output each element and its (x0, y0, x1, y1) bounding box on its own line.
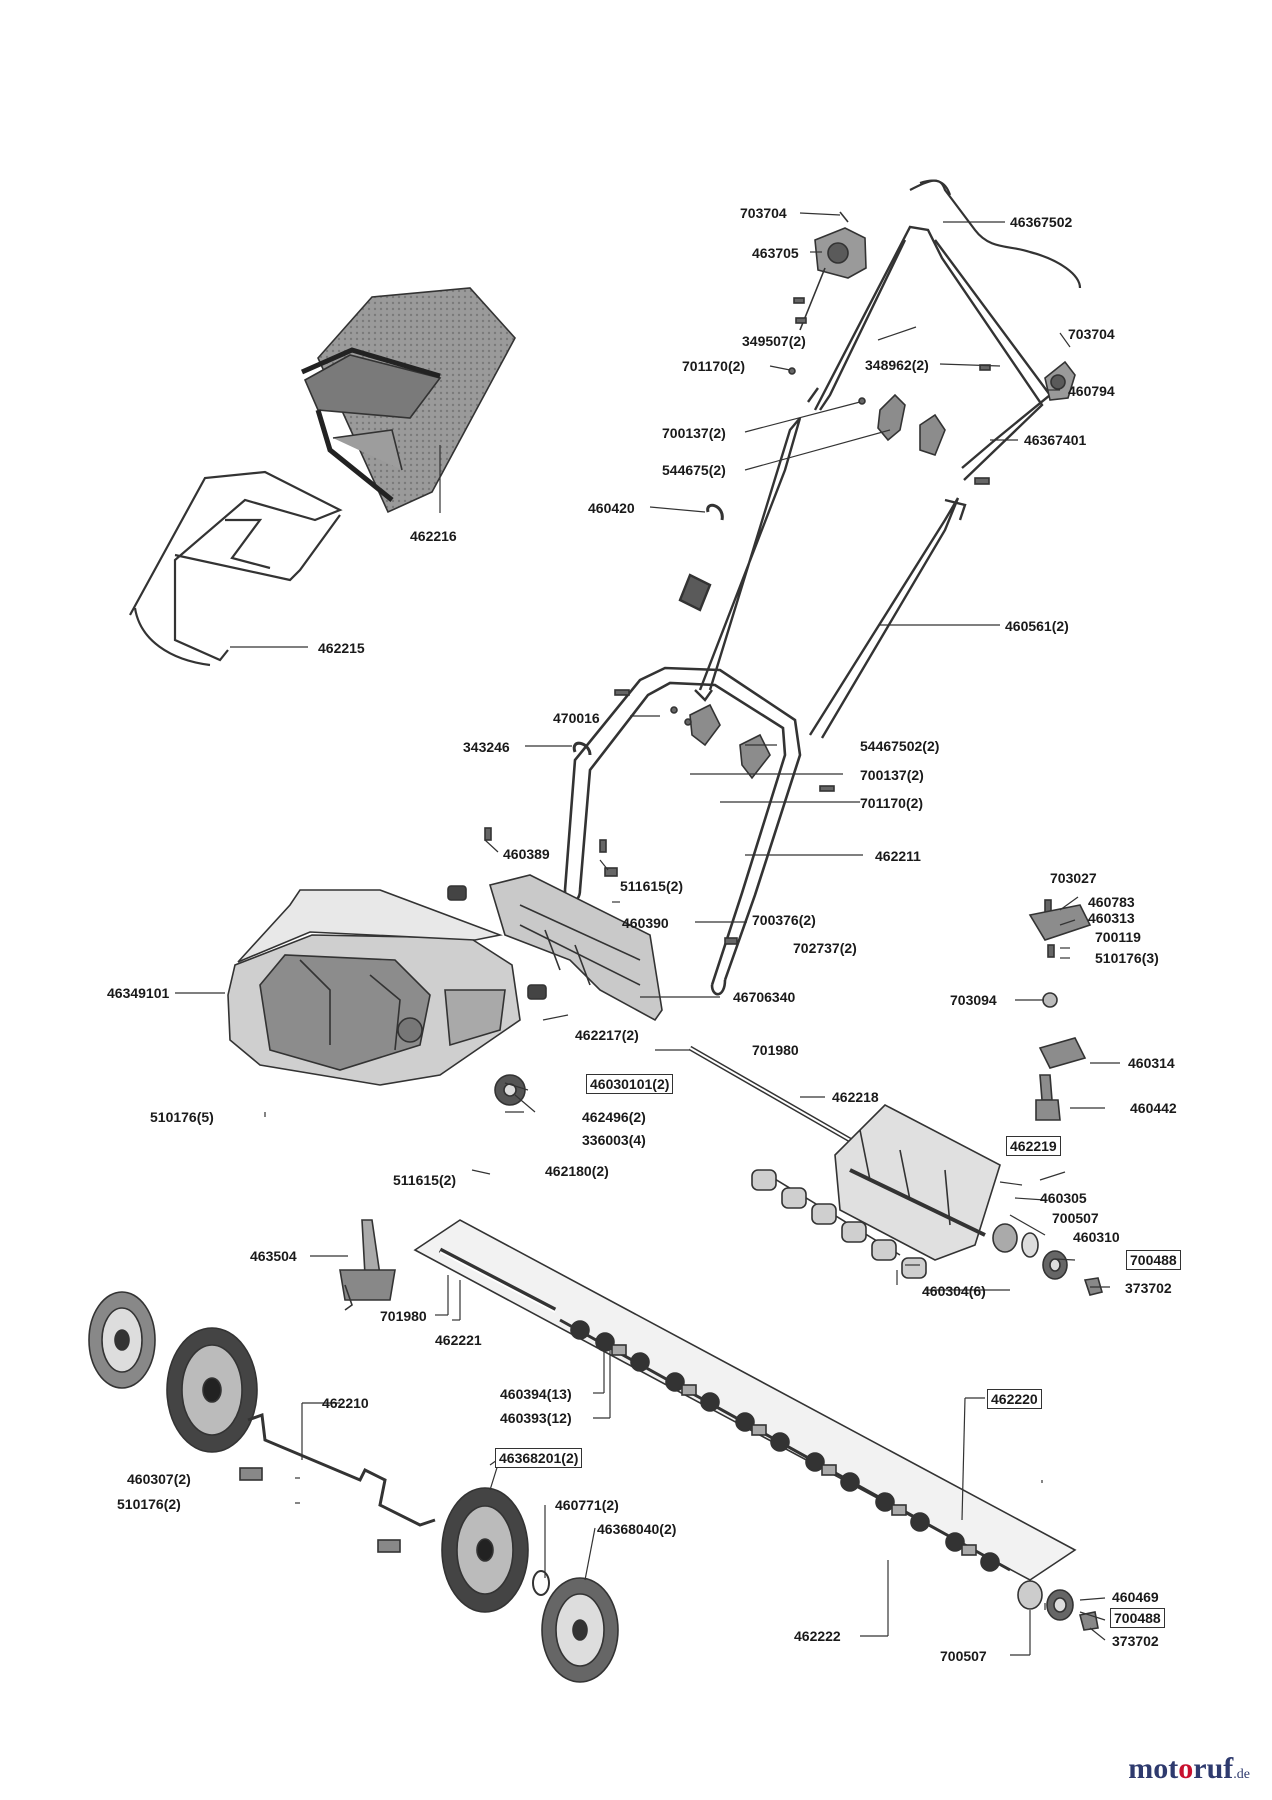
part-label: 54467502(2) (860, 738, 940, 754)
part-label: 700137(2) (662, 425, 726, 441)
part-label: 460783 (1088, 894, 1135, 910)
part-label: 460314 (1128, 1055, 1175, 1071)
part-label: 700488 (1110, 1608, 1165, 1628)
part-label: 701980 (752, 1042, 799, 1058)
brand-domain: .de (1233, 1767, 1250, 1782)
grass-bag (300, 287, 516, 514)
part-label: 511615(2) (620, 878, 684, 894)
part-label: 700507 (940, 1648, 987, 1664)
part-label: 700376(2) (752, 912, 816, 928)
main-deck (227, 889, 526, 1106)
part-label: 703094 (950, 992, 997, 1008)
part-label: 460307(2) (127, 1471, 191, 1487)
part-label: 460394(13) (500, 1386, 572, 1402)
part-label: 462180(2) (545, 1163, 609, 1179)
upper-handle (807, 225, 1052, 481)
part-label: 462210 (322, 1395, 369, 1411)
part-label: 349507(2) (742, 333, 806, 349)
part-label: 46367401 (1024, 432, 1087, 448)
part-label: 46706340 (733, 989, 796, 1005)
part-label: 701170(2) (682, 358, 746, 374)
clamp-levers (689, 393, 946, 780)
part-label: 462217(2) (575, 1027, 639, 1043)
part-label: 510176(5) (150, 1109, 214, 1125)
leader-lines (175, 212, 1120, 1656)
brand-name: motoruf (1128, 1752, 1234, 1785)
part-label: 46349101 (107, 985, 170, 1001)
fasteners (484, 297, 1055, 958)
blade-cylinder (751, 1104, 1001, 1279)
part-label: 511615(2) (393, 1172, 457, 1188)
part-label: 460469 (1112, 1589, 1159, 1605)
wheel-axle (247, 1412, 436, 1527)
part-label: 700119 (1095, 929, 1141, 945)
part-label: 46368201(2) (495, 1448, 583, 1468)
part-label: 348962(2) (865, 357, 929, 373)
part-label: 463705 (752, 245, 799, 261)
part-label: 460313 (1088, 910, 1135, 926)
depth-adjuster (1028, 904, 1092, 1121)
part-label: 46030101(2) (586, 1074, 674, 1094)
part-label: 460304(6) (922, 1283, 986, 1299)
part-label: 462218 (832, 1089, 879, 1105)
part-label: 702737(2) (793, 940, 857, 956)
part-label: 462222 (794, 1628, 841, 1644)
part-label: 460305 (1040, 1190, 1087, 1206)
control-cable (909, 179, 1082, 289)
part-label: 336003(4) (582, 1132, 646, 1148)
part-label: 701170(2) (860, 795, 924, 811)
part-label: 510176(2) (117, 1496, 181, 1512)
scarifier-shaft (413, 1219, 1077, 1581)
part-label: 700488 (1126, 1250, 1181, 1270)
part-label: 460390 (622, 915, 669, 931)
tine-shaft (688, 1045, 852, 1143)
part-label: 462221 (435, 1332, 482, 1348)
grass-bag-frame (129, 470, 343, 667)
wheel-rear-left (88, 1291, 258, 1453)
part-label: 343246 (463, 739, 510, 755)
part-label: 460389 (503, 846, 550, 862)
wheel-front (441, 1487, 619, 1683)
tine-axle-rod (439, 1251, 556, 1313)
part-label: 701980 (380, 1308, 427, 1324)
part-label: 462216 (410, 528, 457, 544)
part-label: 700137(2) (860, 767, 924, 783)
part-label: 46367502 (1010, 214, 1073, 230)
part-label: 462220 (987, 1389, 1042, 1409)
part-label: 373702 (1125, 1280, 1172, 1296)
part-label: 544675(2) (662, 462, 726, 478)
part-label: 460794 (1068, 383, 1115, 399)
wheel-mount (339, 1219, 396, 1311)
part-label: 470016 (553, 710, 600, 726)
rear-flap (488, 874, 663, 1022)
part-label: 703027 (1050, 870, 1097, 886)
part-label: 460393(12) (500, 1410, 572, 1426)
bearings-right (992, 1223, 1103, 1296)
part-label: 46368040(2) (597, 1521, 677, 1537)
part-label: 460561(2) (1005, 618, 1069, 634)
part-label: 463504 (250, 1248, 297, 1264)
part-label: 700507 (1052, 1210, 1099, 1226)
part-label: 460420 (588, 500, 635, 516)
part-label: 510176(3) (1095, 950, 1159, 966)
part-label: 703704 (1068, 326, 1115, 342)
brand-logo: motoruf.de (1128, 1752, 1250, 1786)
part-label: 462219 (1006, 1136, 1061, 1156)
part-label: 703704 (740, 205, 787, 221)
cable-clips (572, 503, 724, 756)
part-label: 462211 (875, 848, 921, 864)
part-label: 373702 (1112, 1633, 1159, 1649)
part-label: 460442 (1130, 1100, 1177, 1116)
springs (447, 885, 547, 1000)
part-label: 462215 (318, 640, 365, 656)
part-label: 460310 (1073, 1229, 1120, 1245)
part-label: 462496(2) (582, 1109, 646, 1125)
lever-housing (799, 211, 867, 331)
axle-clamps (239, 1467, 401, 1553)
part-label: 460771(2) (555, 1497, 619, 1513)
